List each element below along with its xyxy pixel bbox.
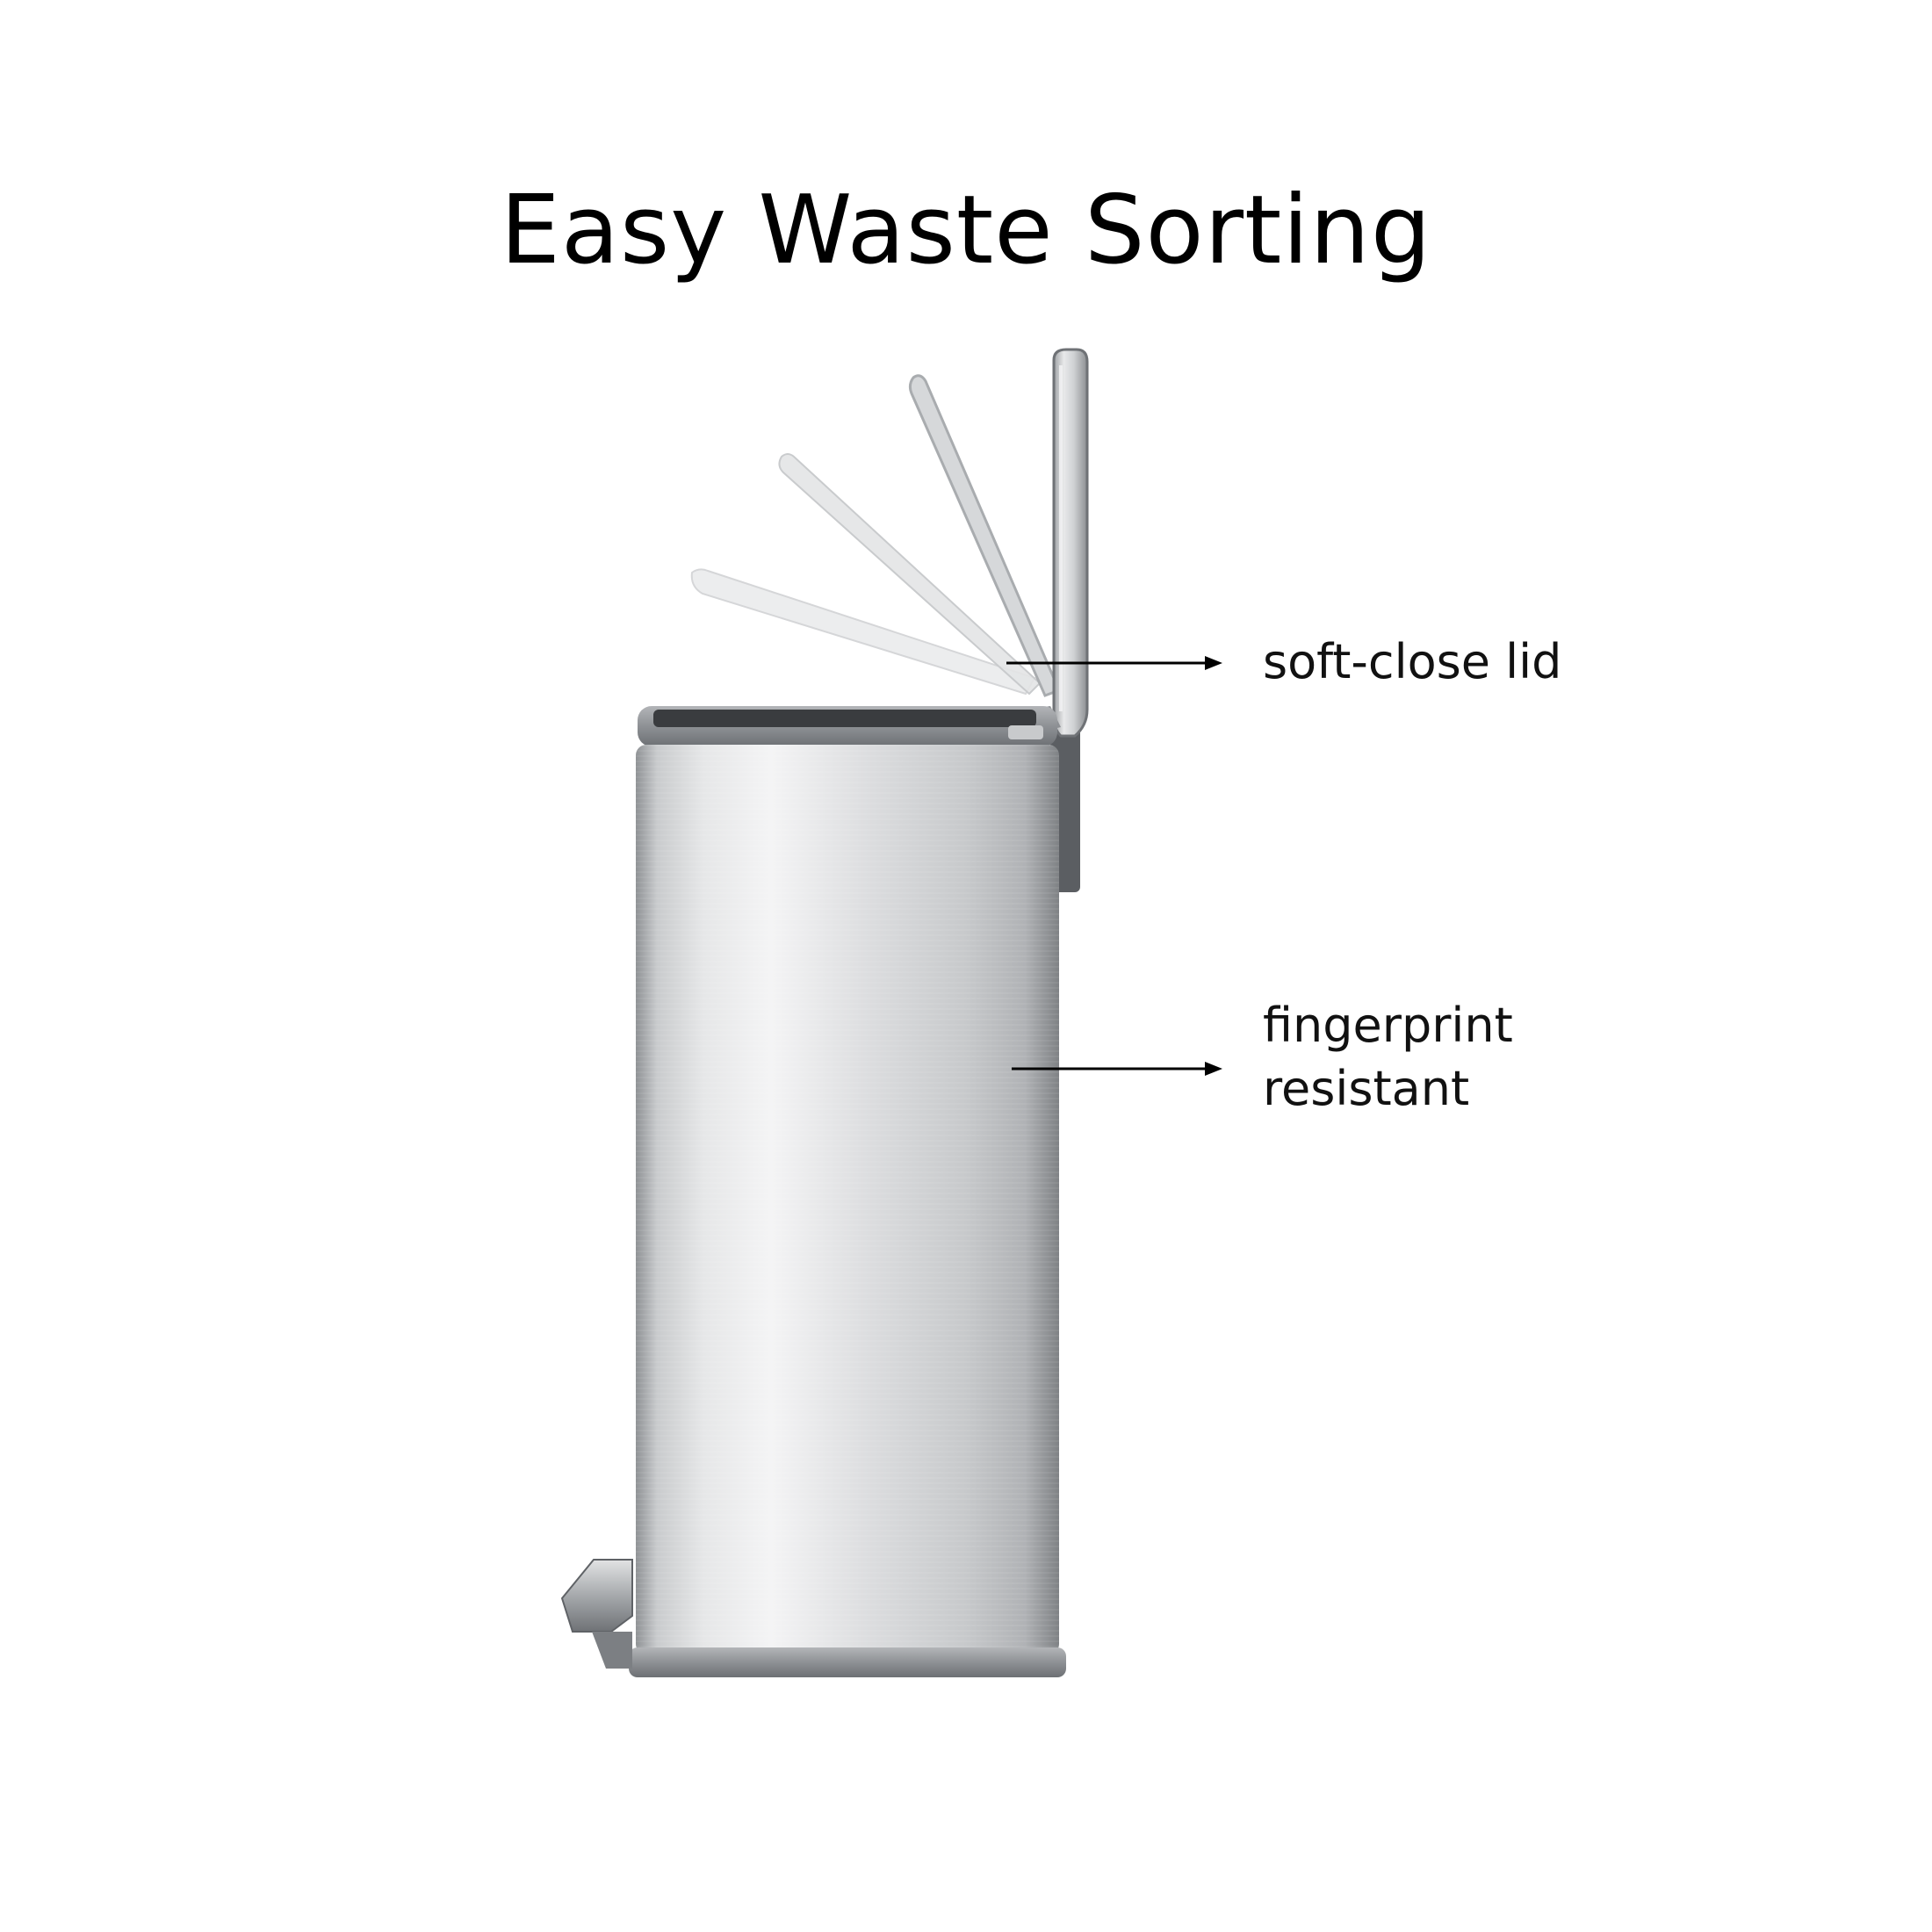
page-title: Easy Waste Sorting (500, 176, 1432, 285)
soft-close-lid-label: soft-close lid (1263, 634, 1562, 689)
foot-pedal (560, 1559, 633, 1669)
base-ring (629, 1647, 1066, 1677)
fingerprint-callout-arrow (1012, 1062, 1222, 1076)
lid-callout-arrow (1006, 656, 1222, 670)
fingerprint-label-line2: resistant (1263, 1061, 1470, 1116)
lid-motion-ghosts (690, 374, 1062, 697)
fingerprint-label-line1: fingerprint (1263, 998, 1513, 1053)
fingerprint-resistant-label: fingerprint resistant (1263, 994, 1513, 1121)
